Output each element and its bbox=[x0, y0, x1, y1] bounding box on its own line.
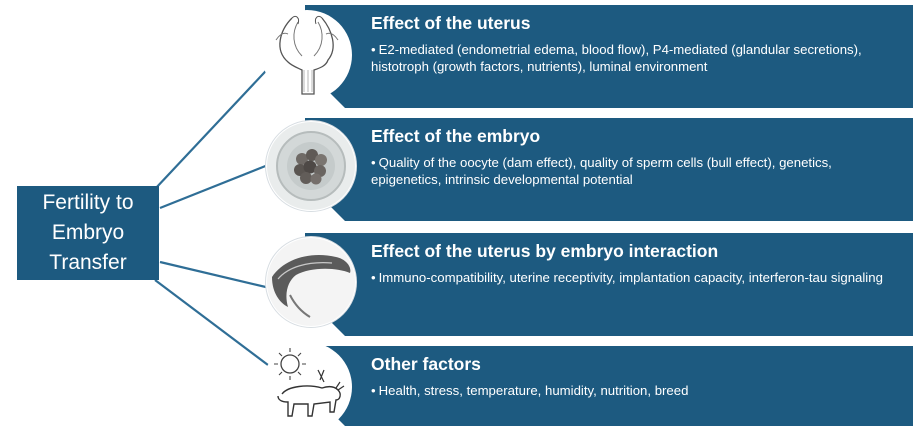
embryo-illustration bbox=[265, 120, 357, 212]
cow-illustration bbox=[262, 342, 352, 432]
factor-banner-uterus: Effect of the uterus •E2-mediated (endom… bbox=[305, 5, 913, 108]
center-line-1: Fertility to bbox=[42, 188, 133, 218]
connector-line-interaction bbox=[160, 262, 270, 288]
factor-bullet-text: Quality of the oocyte (dam effect), qual… bbox=[371, 155, 832, 187]
factor-bullet-text: Health, stress, temperature, humidity, n… bbox=[379, 383, 689, 398]
factor-bullet-text: Immuno-compatibility, uterine receptivit… bbox=[379, 270, 883, 285]
center-line-3: Transfer bbox=[49, 248, 126, 278]
conceptus-icon bbox=[266, 237, 356, 327]
embryo-icon bbox=[266, 121, 356, 211]
fertility-to-embryo-transfer-box: Fertility to Embryo Transfer bbox=[17, 186, 159, 280]
factor-bullet-text: E2-mediated (endometrial edema, blood fl… bbox=[371, 42, 862, 74]
factor-title: Effect of the uterus bbox=[371, 11, 899, 35]
factor-title: Effect of the uterus by embryo interacti… bbox=[371, 239, 899, 263]
factor-title: Other factors bbox=[371, 352, 899, 376]
factor-bullet: •Quality of the oocyte (dam effect), qua… bbox=[371, 154, 899, 188]
cow-sun-icon bbox=[262, 342, 352, 432]
connector-line-other bbox=[155, 280, 272, 368]
factor-banner-other: Other factors •Health, stress, temperatu… bbox=[305, 346, 913, 426]
factor-title: Effect of the embryo bbox=[371, 124, 899, 148]
factor-bullet: •Health, stress, temperature, humidity, … bbox=[371, 382, 899, 399]
center-line-2: Embryo bbox=[52, 218, 124, 248]
uterus-icon bbox=[262, 10, 352, 100]
conceptus-illustration bbox=[265, 236, 357, 328]
factor-bullet: •Immuno-compatibility, uterine receptivi… bbox=[371, 269, 899, 286]
uterus-illustration bbox=[262, 10, 352, 100]
connector-line-embryo bbox=[160, 165, 268, 208]
factor-banner-interaction: Effect of the uterus by embryo interacti… bbox=[305, 233, 913, 336]
factor-bullet: •E2-mediated (endometrial edema, blood f… bbox=[371, 41, 899, 75]
factor-banner-embryo: Effect of the embryo •Quality of the ooc… bbox=[305, 118, 913, 221]
